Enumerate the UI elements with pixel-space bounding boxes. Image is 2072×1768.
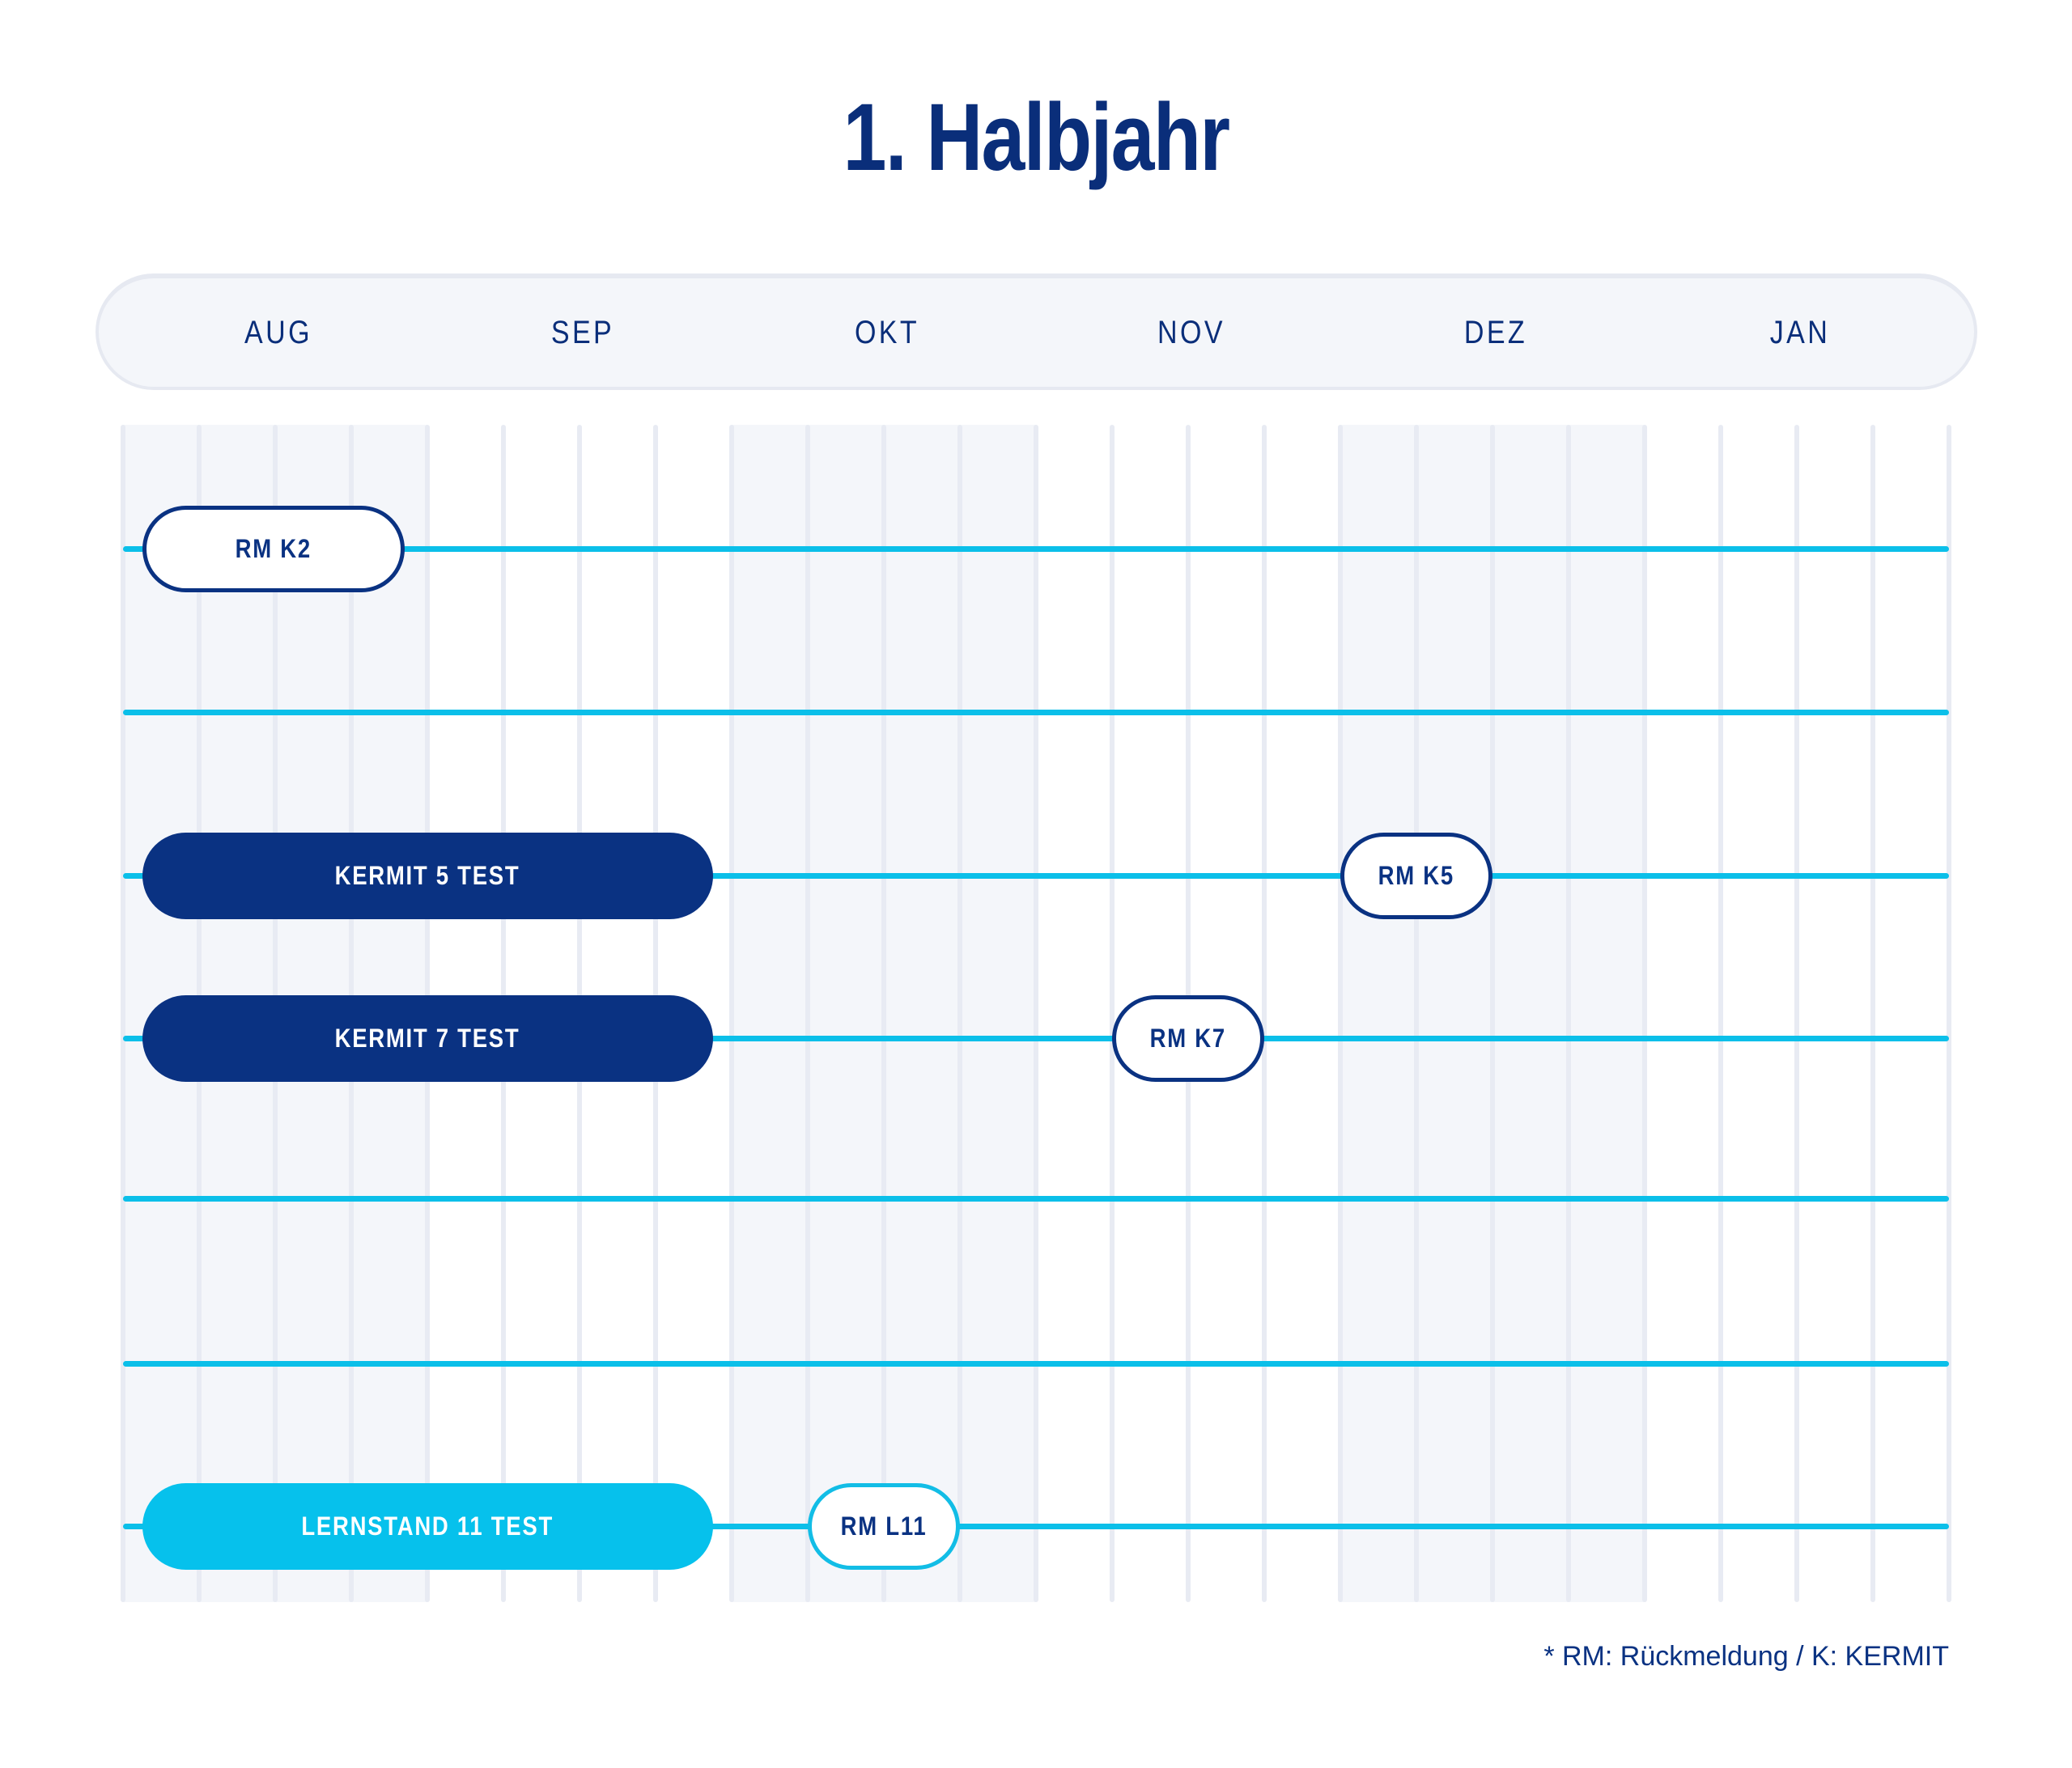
week-gridline	[1490, 425, 1495, 1602]
timeline-row-line	[123, 1523, 1949, 1529]
timeline-row-line	[123, 1035, 1949, 1041]
month-label-aug: AUG	[244, 315, 312, 350]
timeline-row-line	[123, 1195, 1949, 1202]
week-gridline	[729, 425, 734, 1602]
timeline-grid: RM K2 KERMIT 5 TEST RM K5 KERMIT 7 TEST RM K…	[121, 425, 1951, 1602]
timeline-item-kermit-7-test: KERMIT 7 TEST	[142, 994, 713, 1082]
timeline-row-line	[123, 709, 1949, 715]
month-label-sep: SEP	[550, 315, 615, 350]
timeline-item-label: KERMIT 5 TEST	[334, 860, 520, 890]
week-gridline	[121, 425, 125, 1602]
week-gridline	[1947, 425, 1951, 1602]
month-header-bar: AUG SEP OKT NOV DEZ JAN	[96, 273, 1977, 390]
month-label-nov: NOV	[1157, 315, 1225, 350]
week-gridline	[1642, 425, 1647, 1602]
week-gridline	[1034, 425, 1038, 1602]
week-gridline	[1794, 425, 1799, 1602]
footnote-legend: * RM: Rückmeldung / K: KERMIT	[1543, 1641, 1949, 1672]
page-title: 1. Halbjahr	[843, 84, 1230, 191]
month-label-okt: OKT	[854, 315, 920, 350]
week-gridline	[1870, 425, 1875, 1602]
timeline-item-kermit-5-test: KERMIT 5 TEST	[142, 832, 713, 919]
timeline-item-lernstand-11-test: LERNSTAND 11 TEST	[142, 1482, 713, 1570]
week-gridline	[805, 425, 810, 1602]
timeline-item-rm-k7: RM K7	[1112, 994, 1264, 1082]
week-gridline	[1110, 425, 1115, 1602]
week-gridline	[881, 425, 886, 1602]
week-gridline	[957, 425, 962, 1602]
timeline-item-rm-l11: RM L11	[808, 1482, 960, 1570]
week-gridline	[1338, 425, 1343, 1602]
timeline-item-label: KERMIT 7 TEST	[334, 1023, 520, 1053]
month-label-dez: DEZ	[1463, 315, 1528, 350]
timeline-item-rm-k5: RM K5	[1340, 832, 1492, 919]
week-gridline	[1262, 425, 1267, 1602]
timeline-item-rm-k2: RM K2	[142, 505, 405, 592]
timeline-item-label: RM L11	[840, 1511, 928, 1541]
month-label-jan: JAN	[1769, 315, 1831, 350]
timeline-item-label: RM K5	[1378, 860, 1455, 890]
timeline-item-label: RM K7	[1149, 1023, 1227, 1053]
week-gridline	[1414, 425, 1419, 1602]
timeline-row-line	[123, 545, 1949, 552]
week-gridline	[1566, 425, 1571, 1602]
timeline-item-label: RM K2	[235, 533, 312, 563]
timeline-row-line	[123, 1360, 1949, 1367]
timeline-item-label: LERNSTAND 11 TEST	[301, 1511, 554, 1541]
timeline-row-line	[123, 872, 1949, 879]
week-gridline	[1718, 425, 1723, 1602]
